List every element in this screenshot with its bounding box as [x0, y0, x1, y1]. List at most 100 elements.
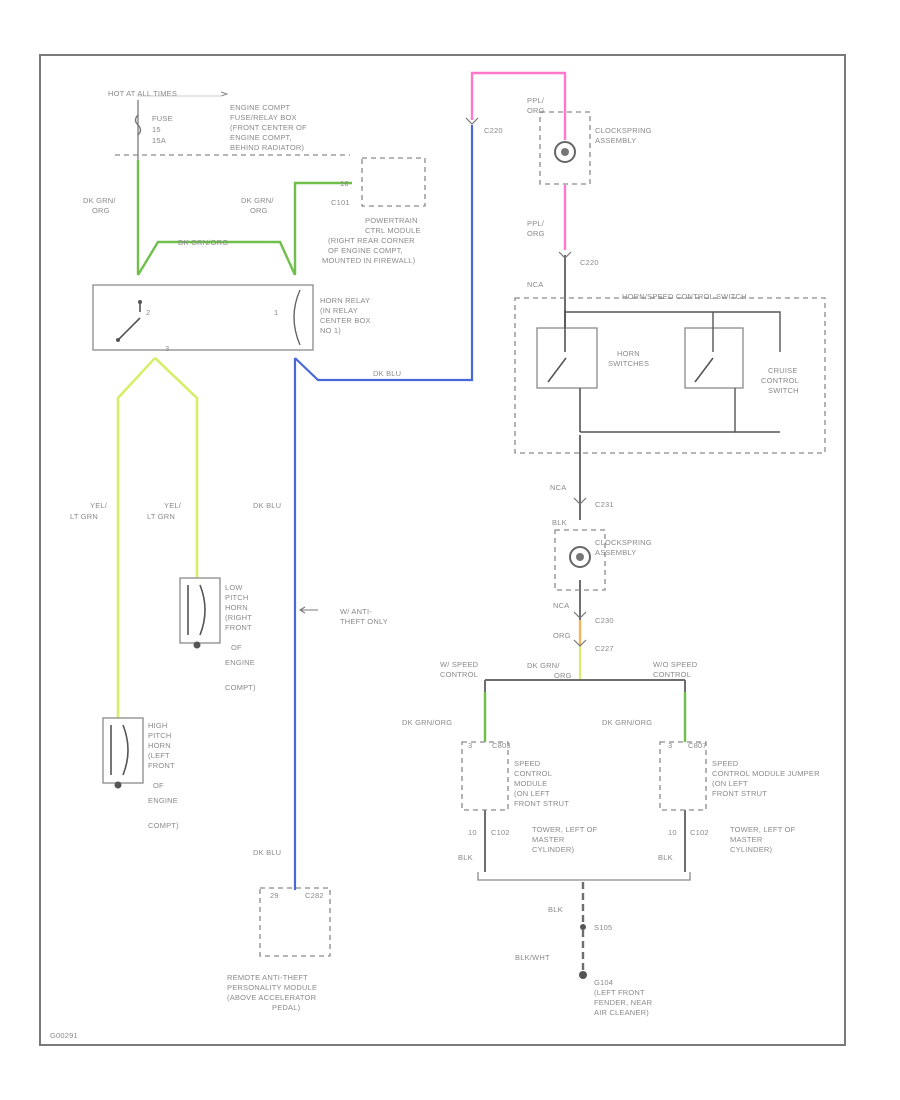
wire-label-blk-wht: BLK/WHT: [515, 953, 550, 962]
clockspring-bottom-box: [554, 529, 606, 591]
wire-ppl-org-top: [470, 71, 567, 140]
wire-label-blk-left: BLK: [458, 853, 473, 862]
horn-switch-label-2: SWITCHES: [608, 359, 649, 368]
speed-left-label-4: (ON LEFT: [514, 789, 550, 798]
relay-coil-icon: [293, 289, 301, 346]
high-horn-icon: [110, 724, 129, 776]
connector-c101-label: C101: [331, 198, 350, 207]
low-horn-label-4: (RIGHT: [225, 613, 252, 622]
fuse-box-label-3: (FRONT CENTER OF: [230, 123, 307, 132]
connector-c227-label: C227: [595, 644, 614, 653]
wire-label-dk-blu-vertical-1: DK BLU: [253, 501, 281, 510]
rap-label-2: PERSONALITY MODULE: [227, 983, 317, 992]
horn-relay-label-2: (IN RELAY: [320, 306, 358, 315]
splice-s105-label: S105: [594, 923, 612, 932]
ground-g104-label-1: G104: [594, 978, 613, 987]
wire-yel-lt-grn-high: [116, 357, 156, 720]
wire-label-blk-small: BLK: [552, 518, 567, 527]
horn-relay-box: [92, 284, 314, 351]
connector-c220-top-label: C220: [484, 126, 503, 135]
clockspring-top-label-2: ASSEMBLY: [595, 136, 636, 145]
speed-left-label-8: CYLINDER): [532, 845, 575, 854]
wire-label-ppl-org-mid-1: PPL/: [527, 219, 545, 228]
wire-label-yel-lt-grn-b2: LT GRN: [147, 512, 175, 521]
wire-label-dk-blu-vertical-2: DK BLU: [253, 848, 281, 857]
fuse-icon: [134, 114, 142, 136]
anti-theft-arrow-icon: [298, 606, 318, 614]
speed-right-label-2: CONTROL MODULE JUMPER: [712, 769, 820, 778]
fuse-box-label-2: FUSE/RELAY BOX: [230, 113, 297, 122]
speed-left-conn: C803: [492, 741, 511, 750]
diagram-frame: [39, 54, 846, 1046]
speed-left-label-6: TOWER, LEFT OF: [532, 825, 598, 834]
anti-theft-label-1: W/ ANTI-: [340, 607, 372, 616]
clockspring-top-label-1: CLOCKSPRING: [595, 126, 652, 135]
rap-label-4: PEDAL): [272, 1003, 301, 1012]
wire-label-dk-grn-org-left-2: ORG: [92, 206, 110, 215]
cruise-switch-label-3: SWITCH: [768, 386, 799, 395]
ground-g104-icon: [579, 971, 587, 979]
fuse-label: FUSE: [152, 114, 173, 123]
wire-label-dk-grn-org-mid-1: DK GRN/: [527, 661, 560, 670]
figure-id: G00291: [50, 1031, 78, 1040]
switch-assembly-box: [514, 297, 826, 454]
high-horn-label-7: ENGINE: [148, 796, 178, 805]
fuse-number: 15: [152, 125, 161, 134]
speed-right-label-4: FRONT STRUT: [712, 789, 767, 798]
speed-right-label-3: (ON LEFT: [712, 779, 748, 788]
low-horn-icon: [187, 584, 206, 636]
ground-g104-label-4: AIR CLEANER): [594, 1008, 649, 1017]
cruise-switch-label-1: CRUISE: [768, 366, 798, 375]
wire-label-10-right: 10: [668, 828, 677, 837]
horn-relay-label-1: HORN RELAY: [320, 296, 370, 305]
wire-label-ppl-org-top-1: PPL/: [527, 96, 545, 105]
wire-label-yel-lt-grn-a1: YEL/: [90, 501, 108, 510]
speed-left-label-7: MASTER: [532, 835, 565, 844]
wire-label-yel-lt-grn-a2: LT GRN: [70, 512, 98, 521]
speed-module-right-box: [659, 741, 707, 811]
pcm-label-4: OF ENGINE COMPT,: [328, 246, 403, 255]
speed-left-label-3: MODULE: [514, 779, 547, 788]
hot-arrow-icon: [220, 91, 229, 97]
relay-contact-dot-a: [116, 338, 120, 342]
rap-conn: C282: [305, 891, 324, 900]
pcm-label-5: MOUNTED IN FIREWALL): [322, 256, 416, 265]
anti-theft-label-2: THEFT ONLY: [340, 617, 388, 626]
horn-switch-box: [536, 327, 598, 389]
ground-g104-label-3: FENDER, NEAR: [594, 998, 653, 1007]
wire-yel-lt-grn-low: [154, 357, 199, 580]
high-horn-label-3: HORN: [148, 741, 171, 750]
switch-assembly-title: HORN/SPEED CONTROL SWITCH: [622, 292, 747, 301]
connector-c220-mid-icon: [558, 251, 572, 259]
splice-s105-dot: [580, 924, 586, 930]
speed-right-pin: 3: [668, 741, 672, 750]
pcm-pin: 16: [340, 179, 349, 188]
connector-c220-mid-label: C220: [580, 258, 599, 267]
high-horn-box: [102, 717, 144, 784]
wire-dk-blu-relay-out: [294, 125, 474, 382]
high-horn-label-6: OF: [153, 781, 164, 790]
high-horn-ground: [114, 781, 122, 789]
cruise-lead-bottom: [580, 388, 736, 433]
horn-relay-label-3: CENTER BOX: [320, 316, 371, 325]
low-horn-label-5: FRONT: [225, 623, 252, 632]
rap-module-box: [259, 887, 331, 957]
clockspring-bottom-label-1: CLOCKSPRING: [595, 538, 652, 547]
cruise-switch-label-2: CONTROL: [761, 376, 799, 385]
speed-left-pin: 3: [468, 741, 472, 750]
rap-pin: 29: [270, 891, 279, 900]
wire-label-dk-grn-org-mid-2: ORG: [554, 671, 572, 680]
connector-c102-left-label: C102: [491, 828, 510, 837]
speed-right-conn: C807: [688, 741, 707, 750]
cruise-switch-box: [684, 327, 744, 389]
wire-label-dk-grn-org-top: DK GRN/ORG: [178, 238, 228, 247]
speed-right-label-1: SPEED: [712, 759, 739, 768]
pcm-label-1: POWERTRAIN: [365, 216, 418, 225]
speed-right-label-7: CYLINDER): [730, 845, 773, 854]
speed-left-label-2: CONTROL: [514, 769, 552, 778]
speed-module-left-box: [461, 741, 509, 811]
wire-label-dk-grn-org-right-bottom: DK GRN/ORG: [602, 718, 652, 727]
connector-c227-icon: [573, 639, 587, 647]
speed-right-label-6: MASTER: [730, 835, 763, 844]
